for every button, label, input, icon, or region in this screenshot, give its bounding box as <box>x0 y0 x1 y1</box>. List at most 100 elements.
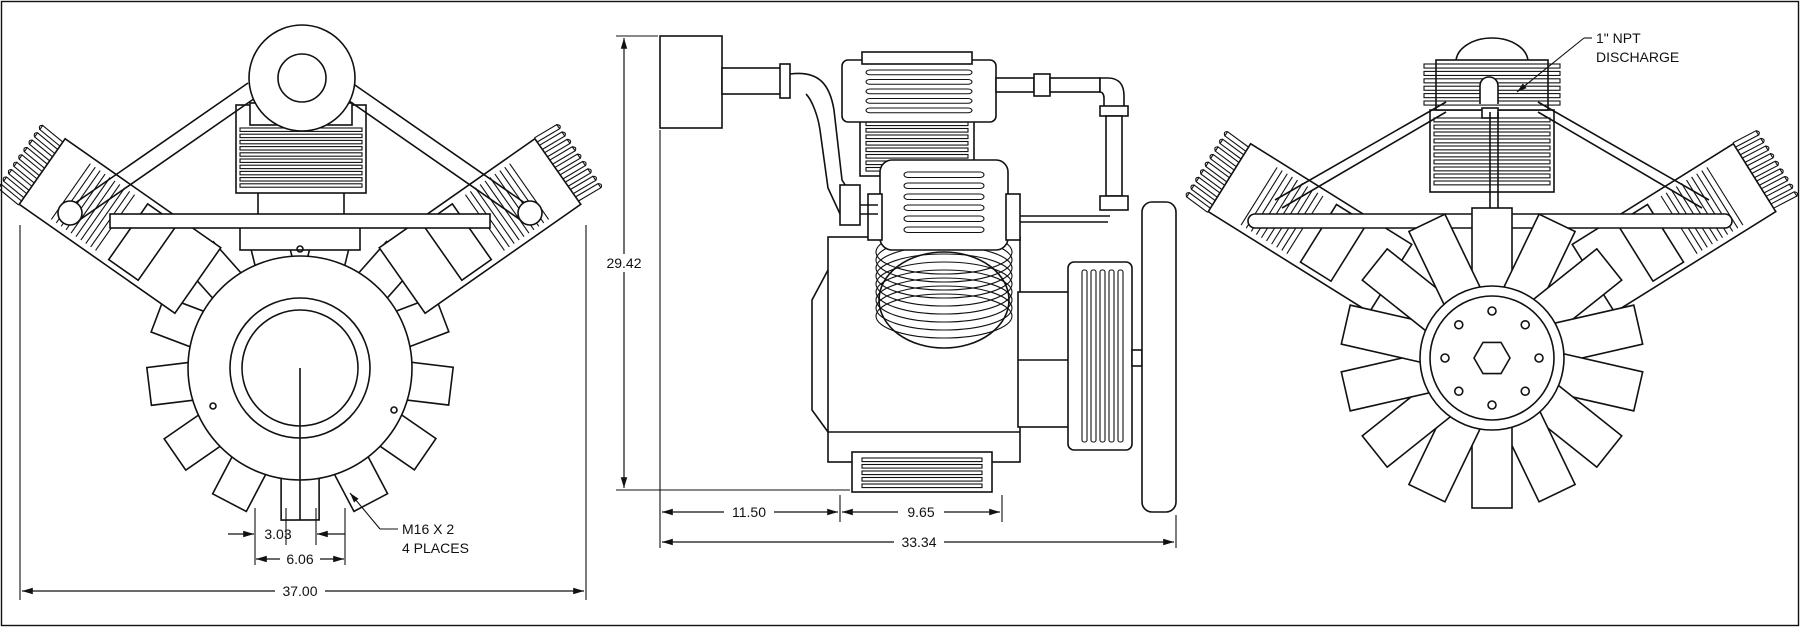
side-rear-head-slot <box>865 78 973 85</box>
front-left-cylinder-head-fins <box>0 124 64 206</box>
front-left-cylinder-fin-tip <box>0 183 2 189</box>
front-right-tube <box>351 82 533 209</box>
rear-top-fin <box>1433 152 1551 158</box>
rear-left-tube <box>1274 101 1447 201</box>
front-right-cylinder-fin-tip <box>561 131 566 137</box>
side-shaft-stub <box>1131 349 1143 367</box>
rear-hub-bolt <box>1520 319 1531 330</box>
front-right-tube <box>341 95 523 222</box>
rear-fan-hub-inner <box>1429 295 1555 421</box>
front-mount-hole <box>390 406 398 414</box>
side-pan-fin <box>861 483 983 489</box>
rear-right-cylinder-fin-tip <box>1794 191 1799 197</box>
side-front-fin <box>875 269 1013 315</box>
side-front-head-slot <box>903 215 985 223</box>
front-left-tube <box>67 82 249 209</box>
side-discharge-elbow <box>1099 77 1125 109</box>
side-discharge-pipe <box>1049 77 1101 93</box>
rear-hub-bolt <box>1487 306 1497 316</box>
side-pulley-groove <box>1099 269 1106 443</box>
side-discharge-nut <box>1099 105 1129 117</box>
side-rear-head-slot <box>865 97 973 104</box>
rear-top-fin <box>1433 138 1551 144</box>
dim-label-bg <box>724 504 774 520</box>
rear-left-cylinder-fin-tip <box>1195 176 1199 182</box>
front-left-cylinder-fin-tip <box>23 146 28 152</box>
rear-top-fin <box>1433 173 1551 179</box>
side-pan-fin <box>861 470 983 476</box>
side-oil-pan-fins <box>861 457 983 489</box>
rear-head-fin <box>1423 70 1561 77</box>
side-view: 29.42 11.50 9.65 33.34 <box>602 35 1177 550</box>
rear-hub-bolt <box>1520 386 1531 397</box>
side-front-head-slot <box>903 171 985 179</box>
side-tube-elbow <box>839 184 861 226</box>
front-right-cylinder-head-fins <box>534 123 602 202</box>
rear-head-fin <box>1423 63 1561 69</box>
thread-callout-qty: 4 PLACES <box>402 540 469 556</box>
rear-top-fin <box>1433 131 1551 137</box>
rear-top-fin <box>1433 166 1551 172</box>
dim-label-bg <box>898 504 944 520</box>
side-rear-head-slot <box>865 88 973 95</box>
rear-right-cylinder-fin-tip <box>1784 176 1789 182</box>
side-rear-head-slot <box>865 107 973 114</box>
rear-left-cylinder-fin-tip <box>1223 131 1228 137</box>
front-top-fin <box>239 177 363 182</box>
side-crankcase-bulge <box>811 269 829 433</box>
dim-hole-small: 3.03 <box>264 526 291 542</box>
rear-hub-bolts <box>1440 306 1544 410</box>
front-cylinder-head <box>248 24 356 132</box>
leader-line <box>349 492 381 530</box>
rear-top-fin <box>1433 145 1551 151</box>
rear-hub-bolt <box>1440 353 1450 363</box>
rear-right-cylinder-fin-tip <box>1760 137 1765 143</box>
side-pipe-fitting <box>779 63 791 99</box>
side-front-fin <box>875 293 1013 339</box>
rear-left-cylinder-fin-tip <box>1209 153 1214 159</box>
front-top-fin <box>239 158 363 163</box>
side-flywheel <box>1141 201 1177 513</box>
thread-callout: M16 X 2 <box>402 521 454 537</box>
rear-head-dome <box>1455 37 1529 63</box>
rear-left-cylinder-fin <box>1240 167 1278 226</box>
rear-discharge-elbow <box>1479 76 1499 104</box>
side-front-cylinder-fins <box>875 229 1013 339</box>
side-pulley-grooves <box>1081 269 1124 443</box>
side-front-head-slot <box>903 204 985 212</box>
front-left-cylinder-fin-tip <box>7 169 12 174</box>
side-discharge-riser <box>1105 115 1123 197</box>
front-top-fin <box>239 152 363 157</box>
front-right-cylinder-fin <box>479 184 520 241</box>
side-front-head-slot <box>903 182 985 190</box>
front-top-fin <box>239 139 363 145</box>
side-pan-fin <box>861 457 983 463</box>
rear-right-cylinder-fin-tip <box>1765 145 1770 151</box>
side-pulley-groove <box>1117 269 1124 443</box>
front-left-cylinder-fin-tip <box>33 132 38 138</box>
rear-left-tube <box>1281 111 1447 209</box>
front-right-cylinder-fin-tip <box>577 153 582 159</box>
side-front-cylinder <box>878 251 1010 349</box>
dim-overall-width: 37.00 <box>282 583 317 599</box>
front-crossbar <box>109 213 491 229</box>
rear-right-cylinder-fin-tip <box>1770 153 1775 159</box>
side-intake-pipe <box>721 67 783 95</box>
side-front-fin <box>875 277 1013 323</box>
rear-fan-blades <box>1340 207 1644 509</box>
side-pulley-groove <box>1090 269 1097 443</box>
side-rear-head-top <box>861 51 973 65</box>
rear-hub-bolt <box>1534 353 1544 363</box>
rear-left-cylinder-fin-tip <box>1185 192 1190 198</box>
dim-label-bg <box>280 551 320 567</box>
rear-right-cylinder-fin-tip <box>1755 130 1760 136</box>
front-tube-fitting <box>57 200 83 226</box>
rear-top-fin <box>1433 180 1551 186</box>
side-rear-fin <box>865 153 969 159</box>
front-right-cylinder-fin-tip <box>587 168 592 174</box>
discharge-callout-label: DISCHARGE <box>1596 49 1679 65</box>
side-discharge-nut <box>1099 195 1129 211</box>
side-head-boss <box>1005 193 1021 241</box>
